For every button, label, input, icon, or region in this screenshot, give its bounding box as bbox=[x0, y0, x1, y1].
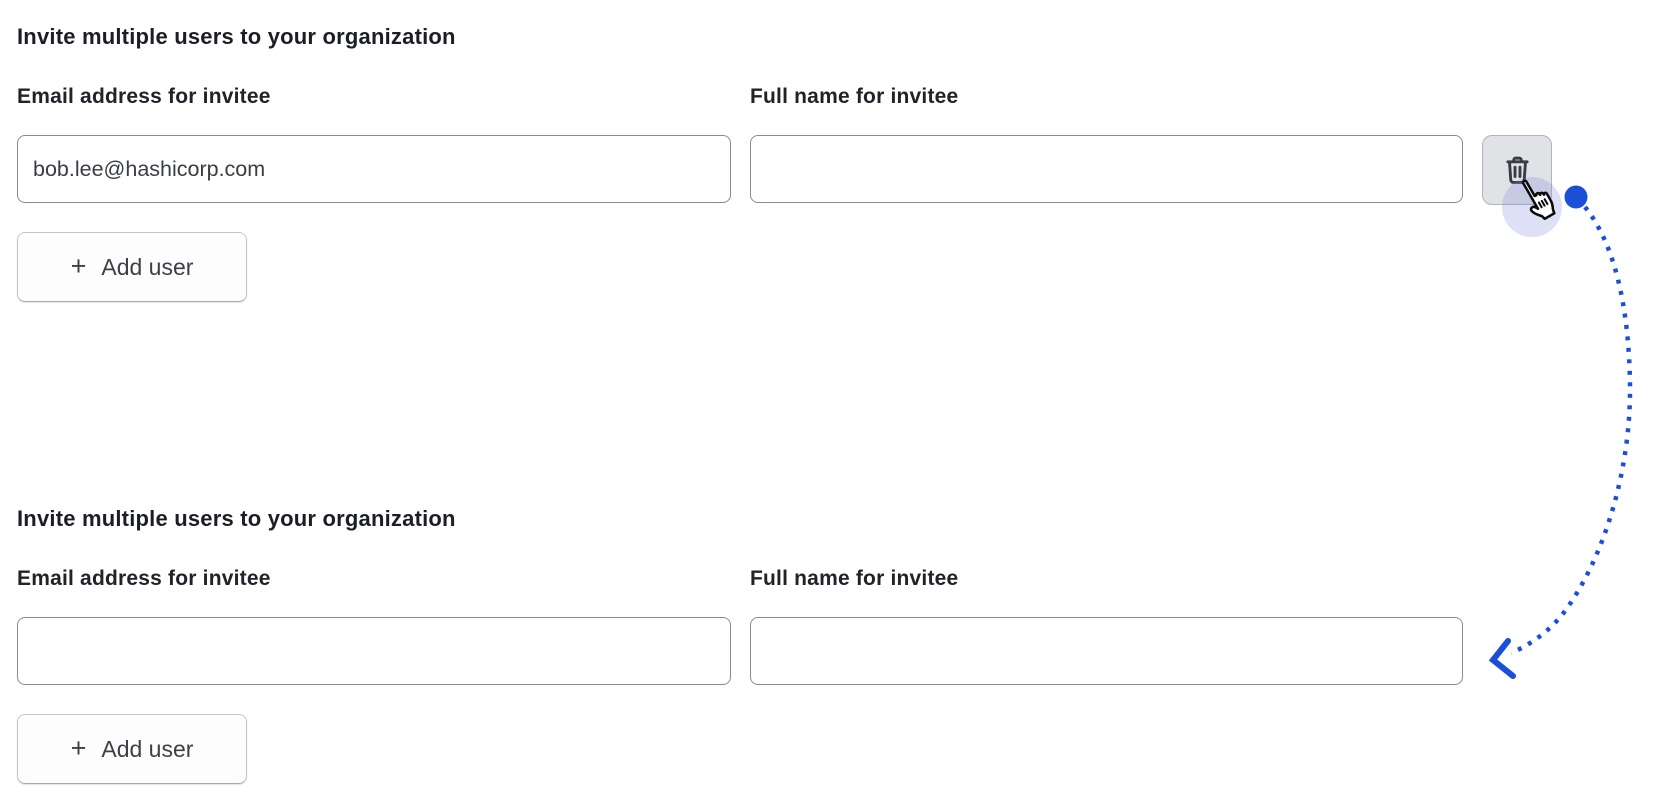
email-input[interactable] bbox=[17, 617, 731, 685]
section-heading: Invite multiple users to your organizati… bbox=[17, 506, 456, 531]
section-heading: Invite multiple users to your organizati… bbox=[17, 24, 456, 49]
add-user-label: Add user bbox=[101, 253, 194, 280]
delete-row-button[interactable] bbox=[1482, 135, 1552, 205]
fullname-input[interactable] bbox=[750, 135, 1463, 203]
email-label: Email address for invitee bbox=[17, 85, 271, 108]
fullname-label: Full name for invitee bbox=[750, 567, 959, 590]
add-user-label: Add user bbox=[101, 735, 194, 762]
fields-row: Email address for invitee Full name for … bbox=[17, 565, 1672, 685]
plus-icon: + bbox=[70, 732, 87, 763]
add-user-button[interactable]: + Add user bbox=[17, 232, 247, 302]
fullname-field-group: Full name for invitee bbox=[750, 83, 1463, 203]
invite-form-top: Invite multiple users to your organizati… bbox=[17, 23, 1672, 302]
email-field-group: Email address for invitee bbox=[17, 83, 731, 203]
fullname-field-group: Full name for invitee bbox=[750, 565, 1463, 685]
email-input[interactable] bbox=[17, 135, 731, 203]
fields-row: Email address for invitee Full name for … bbox=[17, 83, 1672, 205]
add-user-button[interactable]: + Add user bbox=[17, 714, 247, 784]
email-field-group: Email address for invitee bbox=[17, 565, 731, 685]
plus-icon: + bbox=[70, 250, 87, 281]
invite-form-bottom: Invite multiple users to your organizati… bbox=[17, 505, 1672, 784]
trash-icon bbox=[1505, 156, 1529, 184]
fullname-label: Full name for invitee bbox=[750, 85, 959, 108]
fullname-input[interactable] bbox=[750, 617, 1463, 685]
email-label: Email address for invitee bbox=[17, 567, 271, 590]
